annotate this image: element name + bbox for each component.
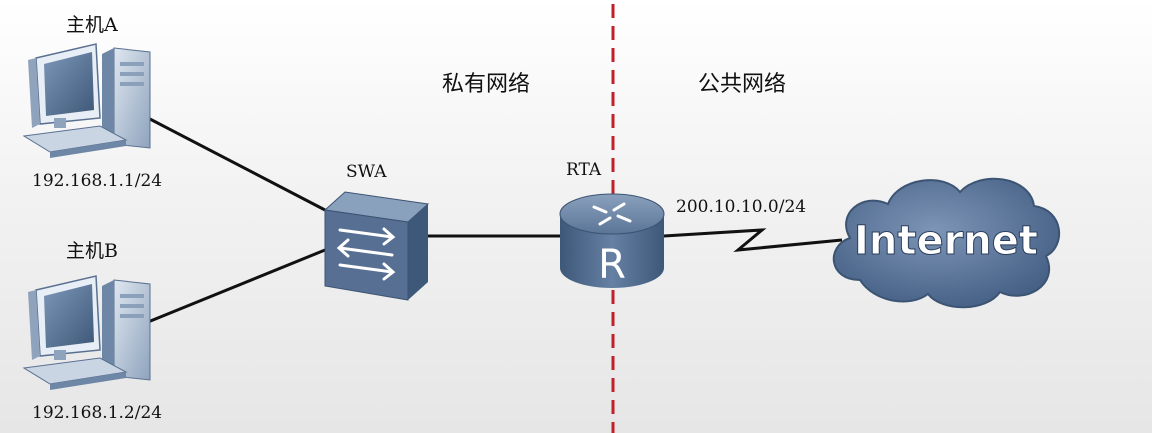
host-b-ip: 192.168.1.2/24: [32, 403, 163, 423]
link-hostB-switch: [147, 248, 326, 324]
public-network-label: 公共网络: [698, 72, 787, 97]
wan-link-zigzag: [663, 228, 843, 252]
link-hostA-switch: [147, 116, 326, 212]
wan-network-label: 200.10.10.0/24: [676, 197, 807, 217]
host-a-ip: 192.168.1.1/24: [32, 171, 163, 191]
switch-icon: [323, 191, 430, 301]
host-a-name: 主机A: [66, 14, 118, 36]
internet-cloud-icon: Internet: [832, 177, 1061, 309]
computer-icon-host-a: [22, 43, 151, 158]
switch-label: SWA: [346, 162, 387, 182]
cloud-label: Internet: [854, 218, 1038, 264]
private-network-label: 私有网络: [442, 72, 531, 97]
router-label: RTA: [566, 160, 602, 180]
host-b-name: 主机B: [66, 240, 118, 262]
router-glyph: R: [598, 242, 626, 288]
router-icon: R: [559, 193, 665, 288]
computer-icon-host-b: [22, 275, 151, 390]
